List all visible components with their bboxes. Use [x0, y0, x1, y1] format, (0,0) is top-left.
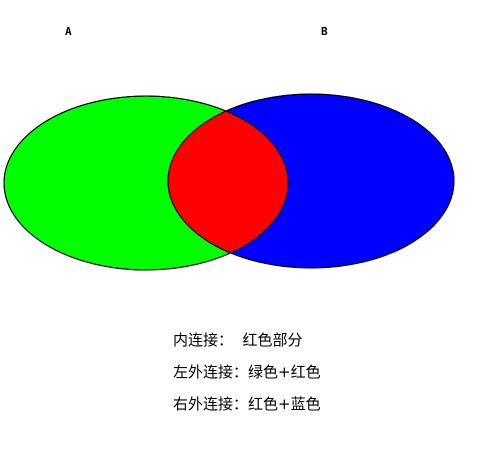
left-outer-join-caption: 左外连接：绿色+红色: [173, 363, 321, 381]
inner-join-caption: 内连接： 红色部分: [173, 331, 303, 349]
venn-diagram: [3, 93, 455, 271]
set-b-outline: [167, 93, 455, 269]
intersection-region: [168, 96, 288, 268]
set-b-label: B: [321, 25, 328, 38]
set-a-label: A: [65, 25, 72, 38]
join-captions: 内连接： 红色部分 左外连接：绿色+红色 右外连接：红色+蓝色: [173, 324, 321, 420]
set-a-outline: [3, 95, 289, 271]
right-outer-join-caption: 右外连接：红色+蓝色: [173, 395, 321, 413]
